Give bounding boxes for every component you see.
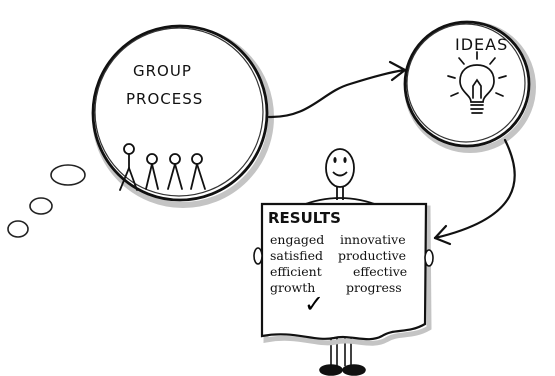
thought-trail bbox=[7, 164, 86, 238]
results-sign bbox=[260, 202, 432, 346]
figure-head bbox=[191, 153, 203, 165]
arrow-ideas-to-results bbox=[433, 138, 516, 246]
results-word: effective bbox=[353, 264, 408, 279]
thought-dot-medium bbox=[29, 197, 53, 215]
results-word: productive bbox=[338, 248, 407, 263]
ideas-label: IDEAS bbox=[455, 35, 509, 54]
checkmark-icon: ✓ bbox=[304, 290, 325, 318]
results-title: RESULTS bbox=[268, 209, 341, 227]
figure-head bbox=[169, 153, 181, 165]
figure-foot bbox=[342, 364, 366, 376]
figure-hands bbox=[253, 247, 434, 267]
figure-head bbox=[325, 148, 355, 188]
right-hand bbox=[424, 249, 434, 267]
results-word: satisfied bbox=[270, 248, 324, 263]
thought-dot-large bbox=[50, 164, 86, 186]
arrow-group-to-ideas bbox=[267, 60, 407, 119]
figure-head bbox=[123, 143, 135, 155]
lightbulb-icon bbox=[447, 51, 507, 114]
figure-legs bbox=[319, 338, 366, 376]
results-word: progress bbox=[346, 280, 402, 295]
group-label-line1: GROUP bbox=[133, 62, 192, 80]
results-word: growth bbox=[270, 280, 316, 295]
results-word: engaged bbox=[270, 232, 325, 247]
figure-foot bbox=[319, 364, 343, 376]
left-hand bbox=[253, 247, 263, 265]
group-figures bbox=[119, 143, 206, 191]
thought-dot-small bbox=[7, 220, 29, 238]
group-label-line2: PROCESS bbox=[126, 90, 204, 108]
results-word: innovative bbox=[340, 232, 406, 247]
stick-figure bbox=[299, 148, 381, 207]
results-word: efficient bbox=[270, 264, 322, 279]
figure-head bbox=[146, 153, 158, 165]
group-process-bubble bbox=[91, 24, 274, 208]
